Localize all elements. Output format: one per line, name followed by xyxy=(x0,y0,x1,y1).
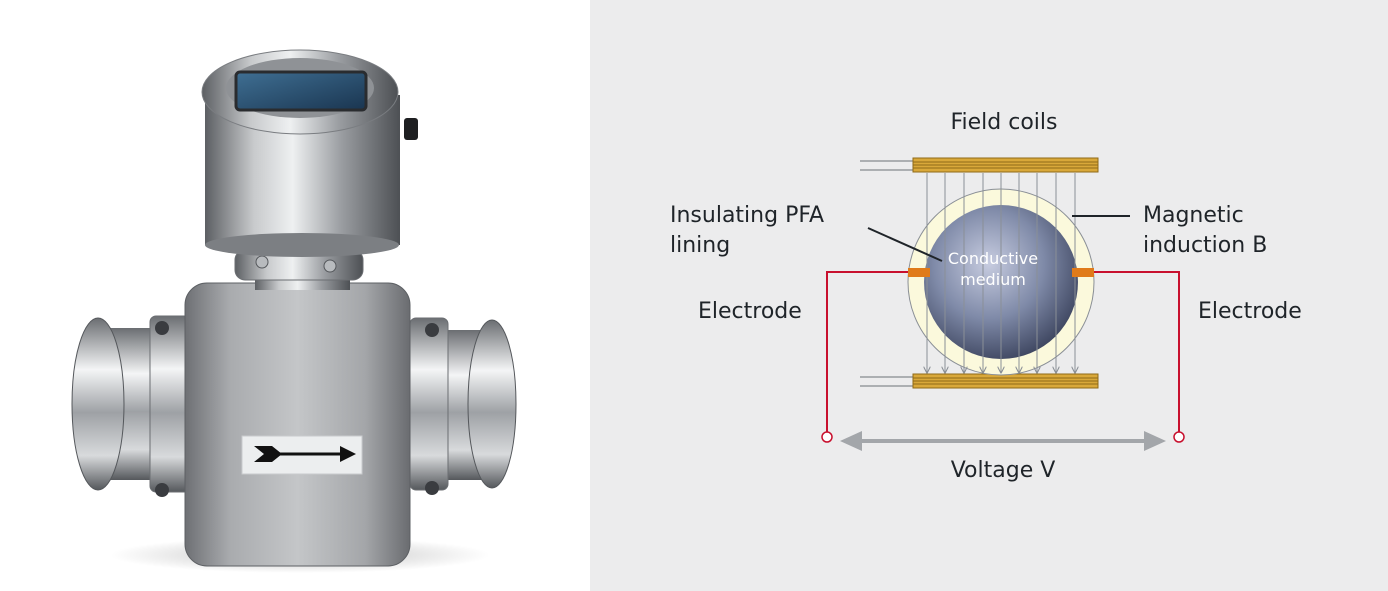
insulating-leader-line xyxy=(867,227,943,262)
voltage-label: Voltage V xyxy=(951,458,1056,483)
flowmeter-photo xyxy=(0,0,590,591)
left-terminal xyxy=(821,431,833,443)
flowmeter-illustration xyxy=(71,49,517,573)
right-terminal xyxy=(1173,431,1185,443)
conductive-medium-label-line1: Conductive xyxy=(948,249,1038,268)
electrode-label-right: Electrode xyxy=(1198,299,1302,324)
principle-diagram: Field coils xyxy=(590,0,1388,591)
electrode-label-left: Electrode xyxy=(698,299,802,324)
flow-direction-label xyxy=(241,435,363,475)
flow-direction-arrow-icon xyxy=(254,446,356,462)
measuring-principle-svg: Field coils xyxy=(670,110,1302,483)
right-flange xyxy=(400,317,517,495)
left-electrode xyxy=(821,268,930,443)
top-field-coil xyxy=(860,157,1099,173)
bottom-field-coil xyxy=(860,373,1099,389)
magnetic-label-line1: Magnetic xyxy=(1143,203,1244,228)
left-flange xyxy=(71,315,198,497)
magnetic-label-line2: induction B xyxy=(1143,233,1267,258)
voltage-arrow xyxy=(840,431,1166,451)
field-coils-label: Field coils xyxy=(950,110,1057,135)
insulating-label-line1: Insulating PFA xyxy=(670,203,824,228)
sensor-body xyxy=(184,282,411,567)
conductive-medium-label-line2: medium xyxy=(960,270,1026,289)
cable-gland xyxy=(404,118,418,140)
insulating-label-line2: lining xyxy=(670,233,730,258)
right-electrode xyxy=(1072,268,1185,443)
display-window xyxy=(234,70,368,112)
